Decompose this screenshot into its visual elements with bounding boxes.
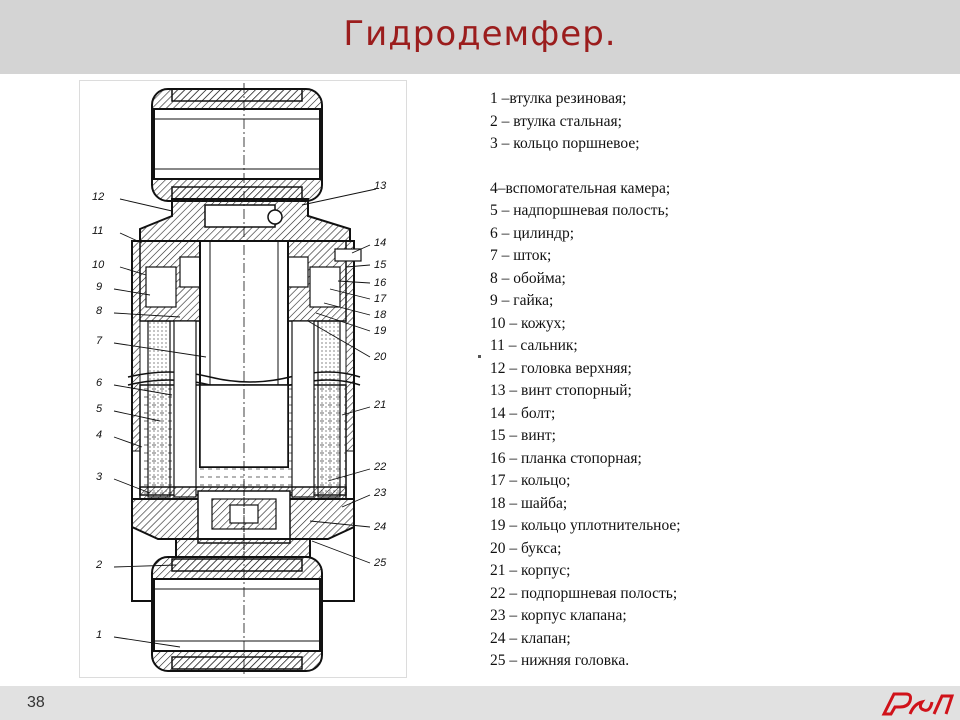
legend-item: 11 – сальник; — [490, 337, 578, 354]
stray-dot — [478, 355, 481, 358]
callout-4: 4 — [96, 429, 102, 441]
callout-6: 6 — [96, 377, 103, 389]
callout-1: 1 — [96, 629, 102, 641]
upper-eye — [151, 88, 323, 202]
legend-item: 23 – корпус клапана; — [490, 607, 627, 624]
legend-item: 16 – планка стопорная; — [490, 449, 642, 467]
legend-item: 6 – цилиндр; — [490, 224, 575, 242]
slide-footer: 38 — [0, 686, 960, 720]
legend-item: 7 – шток; — [490, 247, 552, 264]
legend-item: 10 – кожух; — [490, 314, 566, 332]
callout-12: 12 — [92, 191, 104, 203]
callout-3: 3 — [96, 471, 103, 483]
callout-7: 7 — [96, 335, 103, 347]
callout-21: 21 — [373, 399, 386, 411]
legend-item: 20 – букса; — [490, 539, 562, 557]
legend-item: 1 –втулка резиновая; — [490, 90, 627, 107]
callout-8: 8 — [96, 305, 103, 317]
legend-item: 15 – винт; — [490, 427, 556, 444]
callout-16: 16 — [374, 277, 387, 289]
legend-item: 19 – кольцо уплотнительное; — [490, 517, 681, 534]
callout-24: 24 — [373, 521, 386, 533]
callout-5: 5 — [96, 403, 103, 415]
legend-item: 2 – втулка стальная; — [490, 112, 622, 130]
callout-14: 14 — [374, 237, 386, 249]
callout-19: 19 — [374, 325, 386, 337]
legend-item: 18 – шайба; — [490, 494, 568, 512]
callout-11: 11 — [92, 225, 103, 237]
callout-20: 20 — [373, 351, 387, 363]
legend-item: 8 – обойма; — [490, 269, 566, 287]
title-bar: Гидродемфер. — [0, 0, 960, 74]
callout-22: 22 — [373, 461, 386, 473]
callout-9: 9 — [96, 281, 102, 293]
page-number: 38 — [27, 694, 45, 711]
legend-item: 14 – болт; — [490, 404, 556, 422]
legend-item: 13 – винт стопорный; — [490, 382, 632, 399]
legend-item: 24 – клапан; — [490, 629, 571, 647]
legend-item: 4–вспомогательная камера; — [490, 179, 671, 197]
callout-18: 18 — [374, 309, 387, 321]
legend-item: 25 – нижняя головка. — [490, 652, 630, 669]
legend-item: 12 – головка верхняя; — [490, 359, 632, 377]
slide-title: Гидродемфер. — [343, 14, 617, 54]
legend-item: 21 – корпус; — [490, 562, 571, 579]
lower-eye — [151, 556, 323, 672]
rzd-logo — [881, 692, 955, 716]
legend-item: 17 – кольцо; — [490, 472, 571, 489]
callout-13: 13 — [374, 180, 387, 192]
legend-item: 9 – гайка; — [490, 292, 554, 309]
callout-10: 10 — [92, 259, 105, 271]
legend-item: 3 – кольцо поршневое; — [490, 135, 640, 152]
parts-legend: 1 –втулка резиновая; 2 – втулка стальная… — [490, 88, 681, 673]
callout-25: 25 — [373, 557, 387, 569]
callout-2: 2 — [95, 559, 102, 571]
legend-item: 5 – надпоршневая полость; — [490, 202, 669, 219]
callout-23: 23 — [373, 487, 387, 499]
hydrodamper-drawing: 1 2 3 4 5 6 7 8 9 10 11 12 13 14 15 16 1… — [92, 83, 387, 675]
callout-17: 17 — [374, 293, 387, 305]
legend-item: 22 – подпоршневая полость; — [490, 584, 678, 602]
hydrodamper-diagram: 1 2 3 4 5 6 7 8 9 10 11 12 13 14 15 16 1… — [79, 80, 407, 678]
callout-15: 15 — [374, 259, 387, 271]
